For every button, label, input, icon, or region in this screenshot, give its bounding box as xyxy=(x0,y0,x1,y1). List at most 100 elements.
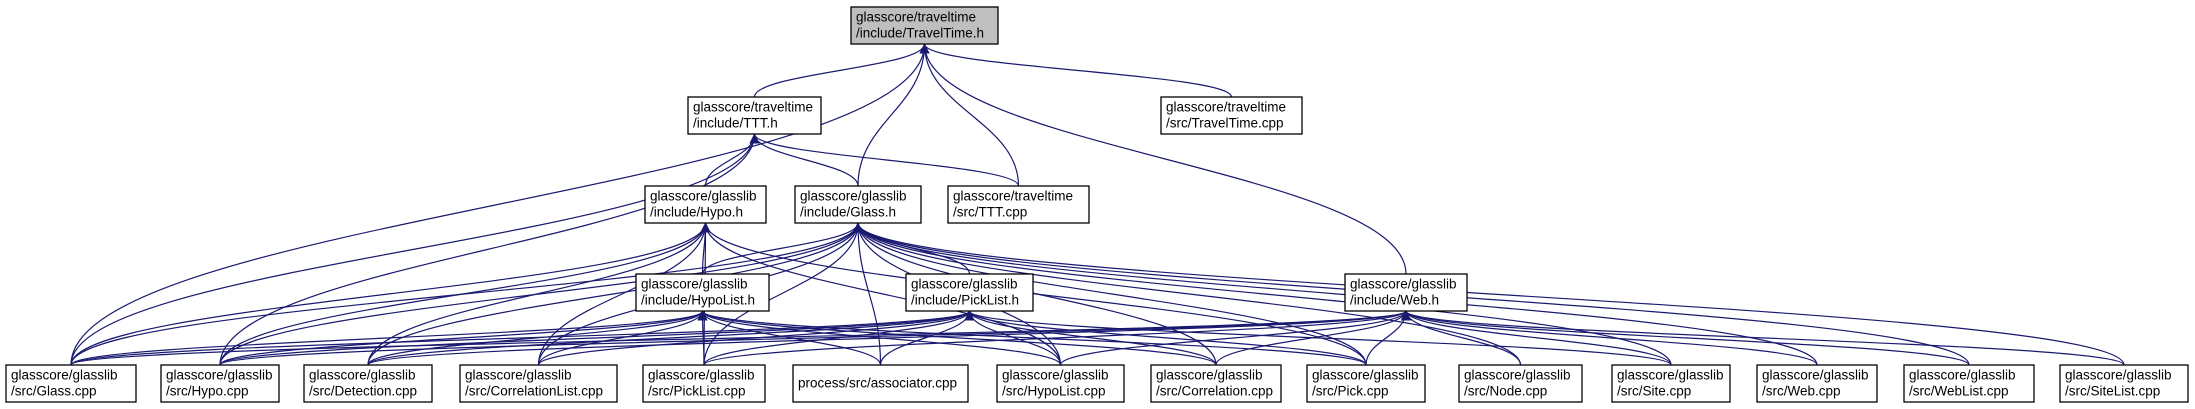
node-label-line-2: /src/TravelTime.cpp xyxy=(1166,116,1284,131)
node-associator-cpp[interactable]: process/src/associator.cpp xyxy=(792,364,969,403)
edge-hypo_h-to-ttt_h xyxy=(704,133,760,187)
node-correlationlist-cpp[interactable]: glasscore/glasslib/src/CorrelationList.c… xyxy=(459,364,618,403)
node-label-line-1: glasscore/glasslib xyxy=(800,189,907,204)
edge-ttt_cpp-to-ttt_h xyxy=(749,133,1020,187)
node-label-line-1: glasscore/glasslib xyxy=(1464,368,1571,383)
node-hypo-h[interactable]: glasscore/glasslib/include/Hypo.h xyxy=(644,185,767,224)
edge-correlation_cpp-to-hypolist_h xyxy=(697,310,1217,366)
node-label-line-1: glasscore/traveltime xyxy=(693,100,813,115)
node-hypolist-h[interactable]: glasscore/glasslib/include/HypoList.h xyxy=(635,273,770,312)
node-label-line-2: /include/Glass.h xyxy=(800,205,896,220)
node-label-line-2: /include/HypoList.h xyxy=(641,293,755,308)
node-label-line-1: glasscore/glasslib xyxy=(1350,277,1457,292)
node-picklist-cpp[interactable]: glasscore/glasslib/src/PickList.cpp xyxy=(642,364,766,403)
node-label-line-1: glasscore/glasslib xyxy=(1762,368,1869,383)
node-weblist-cpp[interactable]: glasscore/glasslib/src/WebList.cpp xyxy=(1903,364,2035,403)
node-pick-cpp[interactable]: glasscore/glasslib/src/Pick.cpp xyxy=(1306,364,1426,403)
edge-glass_h-to-root xyxy=(857,43,930,187)
node-label-line-2: /include/TravelTime.h xyxy=(856,26,984,41)
node-label-line-2: /src/Site.cpp xyxy=(1617,384,1691,399)
edge-site_cpp-to-web_h xyxy=(1401,310,1672,366)
node-label-line-2: /src/SiteList.cpp xyxy=(2065,384,2160,399)
node-correlation-cpp[interactable]: glasscore/glasslib/src/Correlation.cpp xyxy=(1150,364,1282,403)
node-box xyxy=(1611,364,1731,403)
node-box xyxy=(1160,96,1303,135)
nodes-layer: glasscore/traveltime/include/TravelTime.… xyxy=(5,6,2189,403)
node-box xyxy=(1306,364,1426,403)
node-node-cpp[interactable]: glasscore/glasslib/src/Node.cpp xyxy=(1458,364,1583,403)
node-label-line-1: glasscore/glasslib xyxy=(1617,368,1724,383)
node-box xyxy=(160,364,280,403)
node-label-line-2: /src/Glass.cpp xyxy=(11,384,97,399)
edge-hypolist_cpp-to-web_h xyxy=(1059,310,1411,366)
node-web-h[interactable]: glasscore/glasslib/include/Web.h xyxy=(1344,273,1468,312)
node-label-line-2: /src/HypoList.cpp xyxy=(1002,384,1106,399)
node-sitelist-cpp[interactable]: glasscore/glasslib/src/SiteList.cpp xyxy=(2059,364,2189,403)
node-box xyxy=(850,6,999,45)
node-box xyxy=(303,364,433,403)
node-web-cpp[interactable]: glasscore/glasslib/src/Web.cpp xyxy=(1756,364,1878,403)
node-box xyxy=(1150,364,1282,403)
edge-hypo_cpp-to-picklist_h xyxy=(219,310,975,366)
edge-correlation_cpp-to-web_h xyxy=(1215,310,1411,366)
node-box xyxy=(5,364,137,403)
edge-weblist_cpp-to-web_h xyxy=(1401,310,1970,366)
node-label-line-1: glasscore/glasslib xyxy=(1909,368,2016,383)
node-label-line-1: glasscore/glasslib xyxy=(1156,368,1263,383)
edge-ttt_cpp-to-root xyxy=(919,43,1020,187)
node-site-cpp[interactable]: glasscore/glasslib/src/Site.cpp xyxy=(1611,364,1731,403)
node-label-line-1: glasscore/traveltime xyxy=(953,189,1073,204)
edge-site_cpp-to-picklist_h xyxy=(964,310,1672,366)
edge-pick_cpp-to-glass_h xyxy=(853,222,1367,366)
node-box xyxy=(1903,364,2035,403)
node-glass-h[interactable]: glasscore/glasslib/include/Glass.h xyxy=(794,185,922,224)
edge-pick_cpp-to-picklist_h xyxy=(964,310,1367,366)
edge-hypo_cpp-to-ttt_h xyxy=(219,133,760,366)
edge-site_cpp-to-glass_h xyxy=(853,222,1672,366)
node-label-line-1: glasscore/glasslib xyxy=(2065,368,2172,383)
node-root: glasscore/traveltime/include/TravelTime.… xyxy=(850,6,999,45)
node-ttt-cpp[interactable]: glasscore/traveltime/src/TTT.cpp xyxy=(947,185,1090,224)
node-label-line-2: /src/CorrelationList.cpp xyxy=(465,384,603,399)
node-box xyxy=(792,364,969,403)
node-traveltime-cpp[interactable]: glasscore/traveltime/src/TravelTime.cpp xyxy=(1160,96,1303,135)
edge-detection_cpp-to-glass_h xyxy=(367,222,863,366)
node-label-line-1: glasscore/glasslib xyxy=(911,277,1018,292)
node-label-line-1: glasscore/glasslib xyxy=(648,368,755,383)
node-hypolist-cpp[interactable]: glasscore/glasslib/src/HypoList.cpp xyxy=(996,364,1125,403)
edge-hypo_cpp-to-hypolist_h xyxy=(219,310,708,366)
edge-sitelist_cpp-to-glass_h xyxy=(853,222,2125,366)
edge-traveltime_cpp-to-root xyxy=(919,43,1233,98)
node-label-line-2: /src/Detection.cpp xyxy=(309,384,417,399)
node-box xyxy=(1756,364,1878,403)
node-box xyxy=(1344,273,1468,312)
node-box xyxy=(947,185,1090,224)
node-label-line-2: /include/Hypo.h xyxy=(650,205,743,220)
node-label-line-2: /include/PickList.h xyxy=(911,293,1019,308)
edge-glass_cpp-to-ttt_h xyxy=(70,133,760,366)
node-label-line-1: glasscore/glasslib xyxy=(166,368,273,383)
edge-glass_cpp-to-glass_h xyxy=(70,222,863,366)
node-label-line-2: /src/Node.cpp xyxy=(1464,384,1547,399)
node-label-line-1: glasscore/traveltime xyxy=(856,10,976,25)
node-label-line-2: /src/Hypo.cpp xyxy=(166,384,249,399)
node-detection-cpp[interactable]: glasscore/glasslib/src/Detection.cpp xyxy=(303,364,433,403)
node-box xyxy=(687,96,822,135)
edge-picklist_cpp-to-web_h xyxy=(703,310,1411,366)
node-label-line-1: glasscore/traveltime xyxy=(1166,100,1286,115)
node-box xyxy=(644,185,767,224)
node-picklist-h[interactable]: glasscore/glasslib/include/PickList.h xyxy=(905,273,1034,312)
node-box xyxy=(635,273,770,312)
node-hypo-cpp[interactable]: glasscore/glasslib/src/Hypo.cpp xyxy=(160,364,280,403)
node-box xyxy=(2059,364,2189,403)
node-label-line-2: /src/WebList.cpp xyxy=(1909,384,2009,399)
node-box xyxy=(794,185,922,224)
edge-associator_cpp-to-glass_h xyxy=(853,222,882,366)
node-box xyxy=(996,364,1125,403)
node-ttt-h[interactable]: glasscore/traveltime/include/TTT.h xyxy=(687,96,822,135)
edge-hypolist_cpp-to-hypo_h xyxy=(700,222,1062,366)
node-box xyxy=(1458,364,1583,403)
node-box xyxy=(459,364,618,403)
node-glass-cpp[interactable]: glasscore/glasslib/src/Glass.cpp xyxy=(5,364,137,403)
edge-glass_cpp-to-web_h xyxy=(70,310,1411,366)
